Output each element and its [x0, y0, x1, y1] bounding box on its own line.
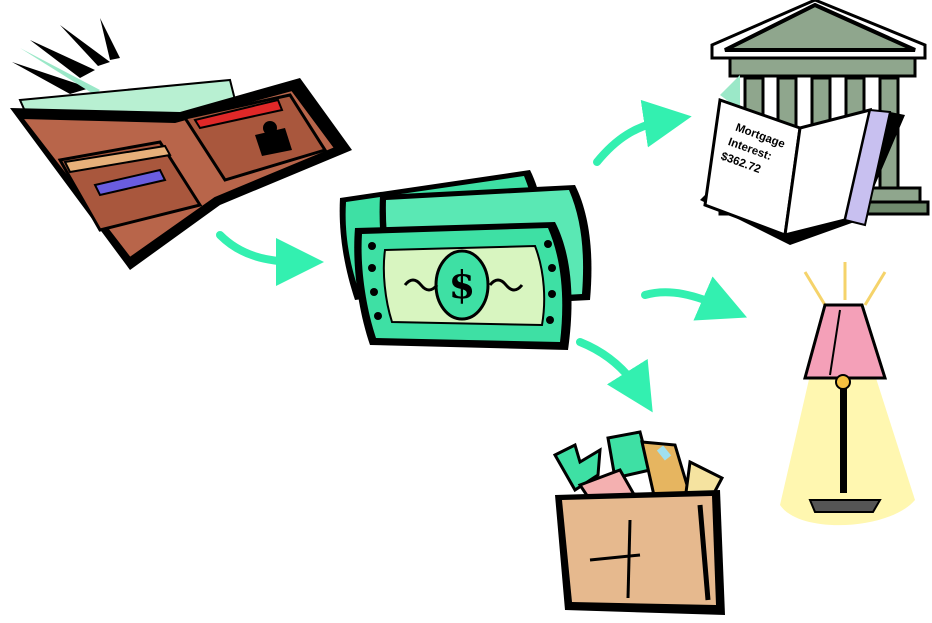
open-book-icon: Mortgage Interest: $362.72 — [700, 100, 905, 245]
arrow-money-to-groceries — [580, 342, 640, 392]
arrow-money-to-bank — [597, 120, 668, 162]
motion-lines — [12, 18, 120, 95]
arrow-money-to-lamp — [645, 292, 725, 308]
arrow-wallet-to-money — [220, 235, 300, 262]
floor-lamp-icon — [780, 262, 915, 525]
grocery-bag-icon — [555, 432, 725, 615]
wallet-icon — [10, 18, 352, 270]
svg-text:$: $ — [449, 262, 475, 307]
dollar-bills-icon: $ — [340, 170, 592, 350]
